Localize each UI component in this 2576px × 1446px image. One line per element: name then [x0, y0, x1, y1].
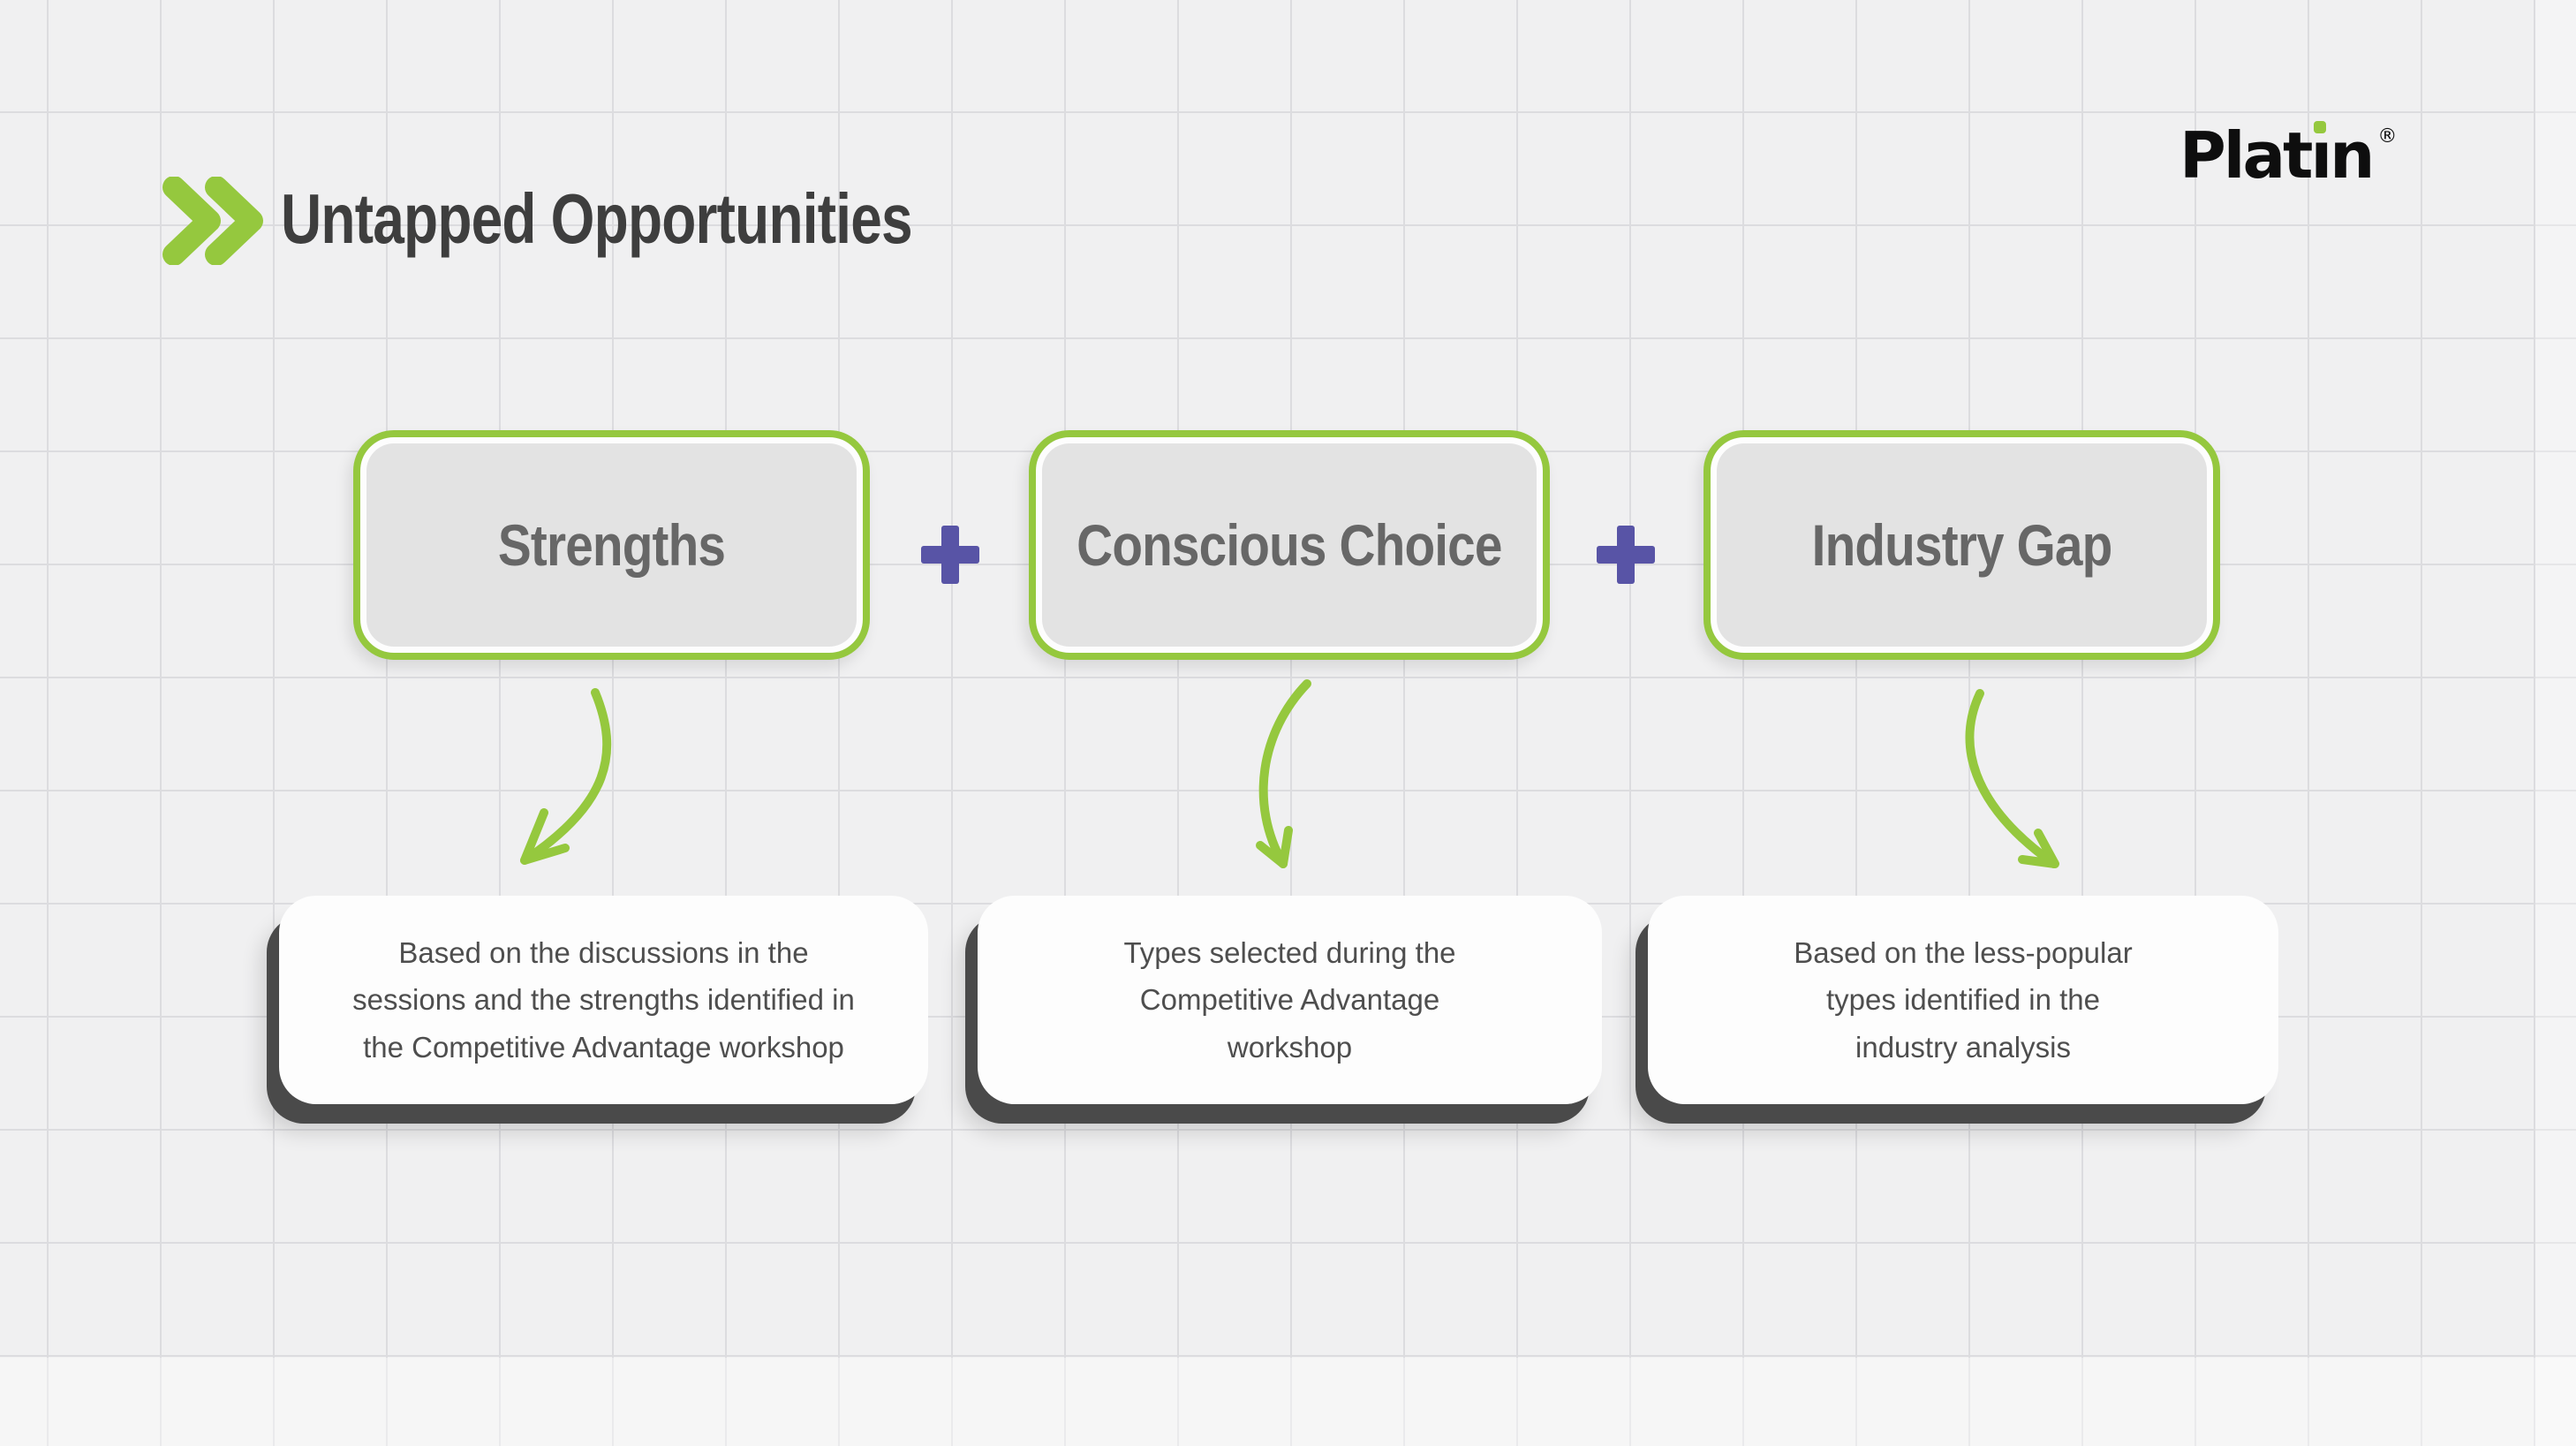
curved-arrow-icon — [520, 688, 612, 865]
description-card-conscious-choice: Types selected during the Competitive Ad… — [978, 896, 1602, 1104]
description-line: Based on the less-popular — [1794, 935, 2133, 969]
logo-text-end: n — [2330, 118, 2375, 193]
description-line: Competitive Advantage — [1139, 983, 1440, 1017]
logo-letter-i: ı — [2310, 118, 2332, 193]
logo-i-dot-icon — [2314, 121, 2327, 133]
plus-icon — [921, 526, 979, 584]
logo-text-start: Plat — [2179, 118, 2313, 193]
description-card-industry-gap: Based on the less-popular types identifi… — [1648, 896, 2278, 1104]
flow-box-industry-gap: Industry Gap — [1703, 430, 2220, 660]
description-text: Types selected during the Competitive Ad… — [1123, 929, 1455, 1071]
registered-trademark: ® — [2377, 125, 2398, 148]
right-fade — [2535, 0, 2576, 1446]
description-line: sessions and the strengths identified in — [352, 983, 855, 1017]
description-line: Types selected during the — [1123, 935, 1456, 969]
flow-box-label: Strengths — [497, 512, 726, 578]
flow-box-conscious-choice: Conscious Choice — [1029, 430, 1550, 660]
description-line: workshop — [1227, 1030, 1353, 1064]
curved-arrow-icon — [1256, 679, 1311, 868]
page-title: Untapped Opportunities — [281, 179, 913, 258]
bottom-fade — [0, 1358, 2576, 1446]
description-text: Based on the less-popular types identifi… — [1794, 929, 2132, 1071]
plus-icon — [1597, 526, 1655, 584]
double-chevron-icon — [162, 177, 263, 265]
flow-box-strengths: Strengths — [353, 430, 870, 660]
description-card-strengths: Based on the discussions in the sessions… — [279, 896, 928, 1104]
description-line: Based on the discussions in the — [398, 935, 809, 969]
curved-arrow-icon — [1965, 689, 2059, 868]
description-text: Based on the discussions in the sessions… — [352, 929, 855, 1071]
flow-box-label: Conscious Choice — [1076, 512, 1502, 578]
description-line: the Competitive Advantage workshop — [363, 1030, 844, 1064]
description-line: types identified in the — [1825, 983, 2101, 1017]
flow-box-label: Industry Gap — [1811, 512, 2113, 578]
description-line: industry analysis — [1855, 1030, 2071, 1064]
